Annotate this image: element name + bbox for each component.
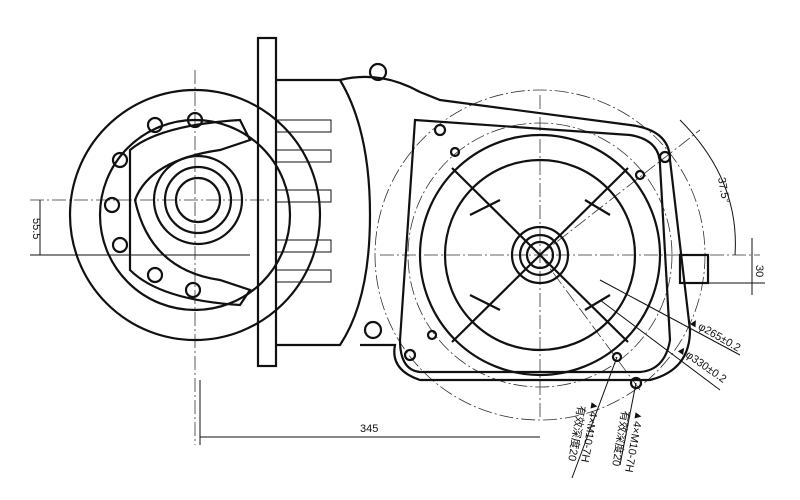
dim-shaft-width: 30 <box>753 265 765 277</box>
centerlines <box>30 70 760 445</box>
dim-angle: 37.5° <box>715 176 731 204</box>
mounting-holes <box>403 123 672 390</box>
bolt-heads <box>103 111 204 299</box>
dim-offset: 55.5 <box>30 218 42 239</box>
gearbox-case <box>339 62 710 390</box>
flange-plate <box>256 36 372 368</box>
dim-bolt-circle-330: ▲φ330±0.2 <box>674 343 728 386</box>
dimension-lines: 345 55.5 30 37.5° ▲φ265±0.2 ▲φ330±0.2 ▲4… <box>30 119 765 479</box>
dim-center-distance: 345 <box>360 423 378 435</box>
left-flange-housing <box>68 88 322 342</box>
dim-bolt-circle-265: ▲φ265±0.2 <box>687 315 743 354</box>
